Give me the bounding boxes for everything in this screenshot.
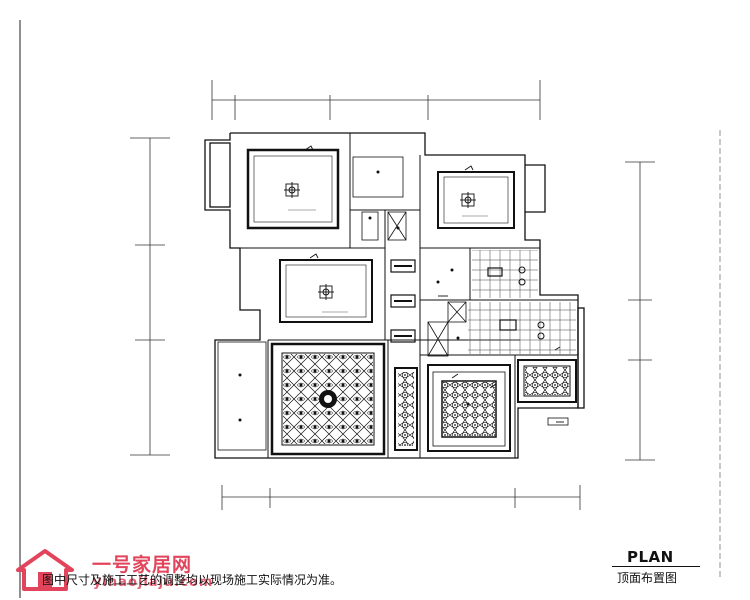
interior-walls — [230, 133, 578, 458]
drawing-frame — [19, 20, 721, 598]
tray-annotations — [288, 209, 488, 313]
watermark-brand: 一号家居网 — [92, 554, 193, 576]
house-logo-icon — [16, 549, 74, 591]
decorative-patterns — [283, 354, 569, 446]
exterior-walls — [204, 132, 585, 459]
cabinets — [361, 211, 569, 426]
plan-subtitle: 顶面布置图 — [617, 571, 678, 585]
drawing-note: 图中尺寸及施工工艺的调整均以现场施工实际情况为准。 — [42, 573, 343, 587]
plan-title-rule — [612, 566, 700, 567]
watermark-url: yihaojiaju.com — [93, 575, 214, 590]
light-fixtures — [238, 145, 564, 423]
plan-title: PLAN — [627, 548, 674, 566]
tiled-areas — [468, 250, 576, 354]
dimension-lines — [130, 80, 655, 510]
ceiling-trays — [217, 148, 577, 456]
